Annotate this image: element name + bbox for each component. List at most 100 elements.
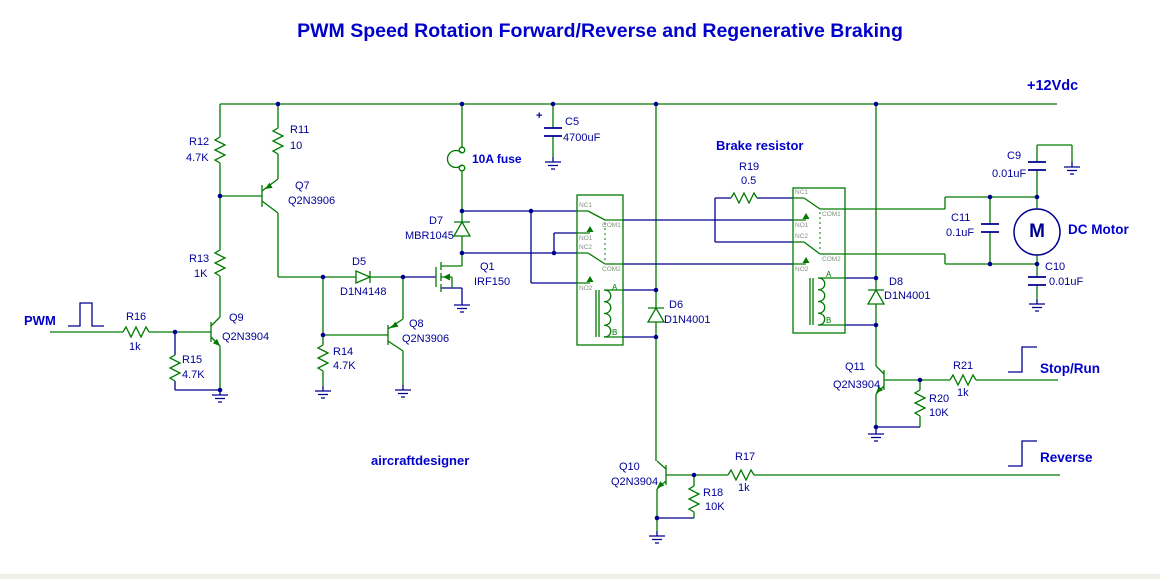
c5-value: 4700uF bbox=[563, 132, 601, 144]
q9-value: Q2N3904 bbox=[222, 331, 270, 343]
transistor-q7 bbox=[261, 178, 279, 214]
c9-value: 0.01uF bbox=[992, 168, 1027, 180]
pwm-input-label: PWM bbox=[24, 313, 56, 328]
c9-ref: C9 bbox=[1007, 150, 1022, 162]
power-rail-and-wires bbox=[50, 103, 1073, 531]
footer-strip bbox=[0, 574, 1160, 579]
r19-ref: R19 bbox=[739, 161, 760, 173]
q8-value: Q2N3906 bbox=[402, 333, 450, 345]
pwm-pulse-icon bbox=[68, 302, 104, 327]
relay1-pin-nc2: NC2 bbox=[579, 244, 593, 251]
r18-value: 10K bbox=[705, 501, 725, 513]
reverse-step-icon bbox=[1008, 440, 1037, 467]
resistor-r21 bbox=[949, 374, 977, 386]
relay1-pin-no1: NO1 bbox=[579, 235, 593, 242]
q9-ref: Q9 bbox=[229, 312, 244, 324]
fuse-10a bbox=[446, 146, 466, 172]
transistor-q8 bbox=[387, 277, 404, 385]
c5-ref: C5 bbox=[565, 116, 580, 128]
r13-value: 1K bbox=[194, 268, 208, 280]
fuse-label: 10A fuse bbox=[472, 152, 522, 166]
d5-value: D1N4148 bbox=[340, 286, 387, 298]
resistor-r20 bbox=[914, 389, 926, 417]
c11-ref: C11 bbox=[951, 212, 971, 224]
q11-value: Q2N3904 bbox=[833, 379, 881, 391]
d5-ref: D5 bbox=[352, 256, 367, 268]
d7-ref: D7 bbox=[429, 215, 444, 227]
relay2-coil-b: B bbox=[826, 316, 832, 325]
diode-d6 bbox=[646, 290, 666, 337]
q8-ref: Q8 bbox=[409, 318, 424, 330]
resistor-r13 bbox=[214, 249, 226, 277]
relay1-coil-a: A bbox=[612, 283, 618, 292]
d8-ref: D8 bbox=[889, 276, 904, 288]
relay-2 bbox=[792, 187, 846, 334]
relay2-pin-no2: NO2 bbox=[795, 266, 809, 273]
r21-value: 1k bbox=[957, 387, 969, 399]
schematic-title: PWM Speed Rotation Forward/Reverse and R… bbox=[297, 20, 903, 42]
r15-ref: R15 bbox=[182, 354, 203, 366]
resistor-r11 bbox=[272, 127, 284, 155]
mosfet-q1 bbox=[435, 253, 463, 292]
relay1-pin-com1: COM1 bbox=[602, 222, 621, 229]
r11-ref: R11 bbox=[290, 124, 310, 136]
q1-value: IRF150 bbox=[474, 276, 511, 288]
r15-value: 4.7K bbox=[182, 369, 205, 381]
resistor-r17 bbox=[727, 469, 755, 481]
resistor-r15 bbox=[169, 354, 181, 382]
relay1-coil-b: B bbox=[612, 328, 618, 337]
r18-ref: R18 bbox=[703, 487, 724, 499]
supply-label: +12Vdc bbox=[1027, 78, 1079, 94]
c11-value: 0.1uF bbox=[946, 227, 975, 239]
q7-ref: Q7 bbox=[295, 180, 310, 192]
r20-ref: R20 bbox=[929, 393, 950, 405]
r11-value: 10 bbox=[290, 140, 303, 152]
resistor-r19 bbox=[730, 192, 758, 204]
q1-ref: Q1 bbox=[480, 261, 495, 273]
resistor-r18 bbox=[688, 485, 700, 513]
dc-motor-symbol bbox=[1013, 208, 1061, 256]
q10-ref: Q10 bbox=[619, 461, 640, 473]
relay1-pin-no2: NO2 bbox=[579, 285, 593, 292]
q11-ref: Q11 bbox=[845, 361, 865, 373]
relay2-pin-nc1: NC1 bbox=[795, 189, 809, 196]
r14-value: 4.7K bbox=[333, 360, 356, 372]
transistor-q10 bbox=[656, 460, 667, 490]
r16-ref: R16 bbox=[126, 311, 147, 323]
relay1-pin-com2: COM2 bbox=[602, 266, 621, 273]
r20-value: 10K bbox=[929, 407, 949, 419]
relay1-pin-nc1: NC1 bbox=[579, 202, 593, 209]
r12-value: 4.7K bbox=[186, 152, 209, 164]
relay2-pin-com1: COM1 bbox=[822, 211, 841, 218]
d6-ref: D6 bbox=[669, 299, 684, 311]
resistor-r16 bbox=[122, 326, 150, 338]
relay2-pin-no1: NO1 bbox=[795, 222, 809, 229]
q10-value: Q2N3904 bbox=[611, 476, 659, 488]
r17-ref: R17 bbox=[735, 451, 756, 463]
capacitor-c5 bbox=[544, 127, 562, 137]
d6-value: D1N4001 bbox=[664, 314, 711, 326]
capacitor-c11 bbox=[981, 223, 999, 233]
reverse-label: Reverse bbox=[1040, 450, 1093, 465]
r13-ref: R13 bbox=[189, 253, 210, 265]
relay2-coil-a: A bbox=[826, 270, 832, 279]
d7-value: MBR1045 bbox=[405, 230, 454, 242]
diode-d7 bbox=[452, 211, 472, 253]
motor-m-label: M bbox=[1029, 221, 1045, 242]
transistor-q11 bbox=[875, 365, 885, 395]
capacitor-c10 bbox=[1028, 276, 1046, 286]
r21-ref: R21 bbox=[953, 360, 974, 372]
relay2-pin-com2: COM2 bbox=[822, 256, 841, 263]
c10-value: 0.01uF bbox=[1049, 276, 1084, 288]
resistor-r12 bbox=[214, 136, 226, 164]
dc-motor-label: DC Motor bbox=[1068, 222, 1129, 237]
resistor-r14 bbox=[317, 344, 329, 372]
q7-value: Q2N3906 bbox=[288, 195, 336, 207]
credit-label: aircraftdesigner bbox=[371, 453, 470, 468]
r16-value: 1k bbox=[129, 341, 141, 353]
stop-run-step-icon bbox=[1008, 346, 1037, 373]
c5-polarity-label: + bbox=[536, 110, 543, 122]
r19-value: 0.5 bbox=[741, 175, 757, 187]
